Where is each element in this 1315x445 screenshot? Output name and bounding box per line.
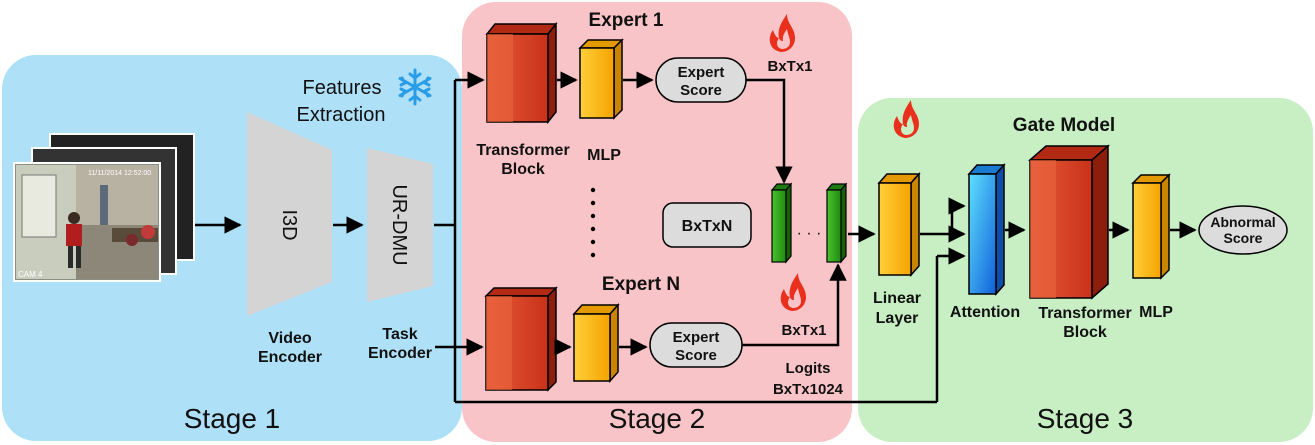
features-extraction-label-1: Features (303, 77, 382, 99)
gate-transformer-label-1: Transformer (1038, 305, 1131, 322)
gate-transformer-block (1028, 144, 1110, 300)
urdmu-label: UR-DMU (388, 184, 410, 265)
i3d-label: I3D (278, 209, 300, 240)
snowflake-icon (398, 68, 432, 106)
abnormal-score-label-1: Abnormal (1210, 214, 1275, 230)
stage2-panel (462, 2, 852, 442)
linear-layer-label-2: Layer (876, 310, 919, 327)
arrow-expert1-to-stack (746, 78, 793, 184)
task-encoder-label-2: Encoder (368, 345, 432, 362)
bxtx1-top-label: BxTx1 (767, 58, 812, 75)
video-frame-front: CAM 4 11/11/2014 12:52:00 (13, 162, 161, 282)
bxtxn-box: BxTxN (662, 202, 752, 248)
attention-block (967, 163, 1006, 296)
expert1-title: Expert 1 (589, 10, 664, 31)
i3d-video-encoder: I3D (247, 112, 332, 316)
task-encoder-label-1: Task (382, 326, 417, 343)
bxtx1-bottom-label: BxTx1 (781, 322, 826, 339)
linear-to-attention-connectors (920, 197, 966, 243)
video-encoder-label-2: Encoder (258, 349, 322, 366)
abnormal-score: Abnormal Score (1198, 205, 1288, 255)
bxtxn-label: BxTxN (682, 218, 733, 235)
logits-label-1: Logits (786, 360, 831, 377)
vertical-ellipsis (590, 187, 596, 258)
expert1-mlp-block (578, 38, 624, 120)
fire-icon-expert (769, 14, 795, 52)
expert1-mlp-label: MLP (587, 147, 621, 164)
expertN-score: Expert Score (649, 322, 743, 368)
urdmu-task-encoder: UR-DMU (367, 148, 433, 302)
video-frames: CAM 4 11/11/2014 12:52:00 (13, 133, 195, 282)
horizontal-ellipsis: · · · (797, 225, 822, 242)
attention-label: Attention (950, 304, 1020, 321)
expert1-transformer-label-2: Block (501, 161, 545, 178)
frame-timestamp: 11/11/2014 12:52:00 (88, 170, 151, 177)
expertN-mlp-block (572, 303, 620, 383)
expertN-score-label-2: Score (675, 347, 717, 364)
expert1-transformer-label-1: Transformer (476, 142, 569, 159)
gate-transformer-label-2: Block (1063, 324, 1107, 341)
expert1-score-label-2: Score (680, 82, 722, 99)
expert-score-vector-n (825, 182, 848, 264)
features-extraction-label-2: Extraction (297, 104, 386, 126)
gate-model-title: Gate Model (1013, 115, 1115, 136)
expert1-score-label-1: Expert (678, 64, 725, 81)
stage1-label: Stage 1 (184, 403, 281, 434)
expert-score-vector-1 (770, 182, 793, 264)
fire-icon-experts-bottom (780, 273, 806, 311)
stage1-to-experts-connectors (434, 71, 966, 404)
stage3-label: Stage 3 (1037, 403, 1134, 434)
gate-mlp-label: MLP (1139, 304, 1173, 321)
expertN-title: Expert N (602, 274, 680, 295)
stage2-label: Stage 2 (609, 403, 706, 434)
logits-label-2: BxTx1024 (773, 381, 844, 398)
expertN-score-label-1: Expert (673, 329, 720, 346)
cam-label: CAM 4 (18, 270, 43, 279)
expert1-transformer-block (485, 21, 558, 125)
abnormal-score-label-2: Score (1224, 230, 1263, 246)
fire-icon-gate (893, 100, 919, 138)
arrow-expertN-to-stack (742, 263, 847, 347)
video-encoder-label-1: Video (268, 330, 312, 347)
linear-layer-block (877, 172, 921, 277)
expertN-transformer-block (484, 286, 558, 392)
linear-layer-label-1: Linear (873, 290, 921, 307)
gate-mlp-block (1131, 173, 1171, 280)
expert1-score: Expert Score (655, 57, 747, 103)
